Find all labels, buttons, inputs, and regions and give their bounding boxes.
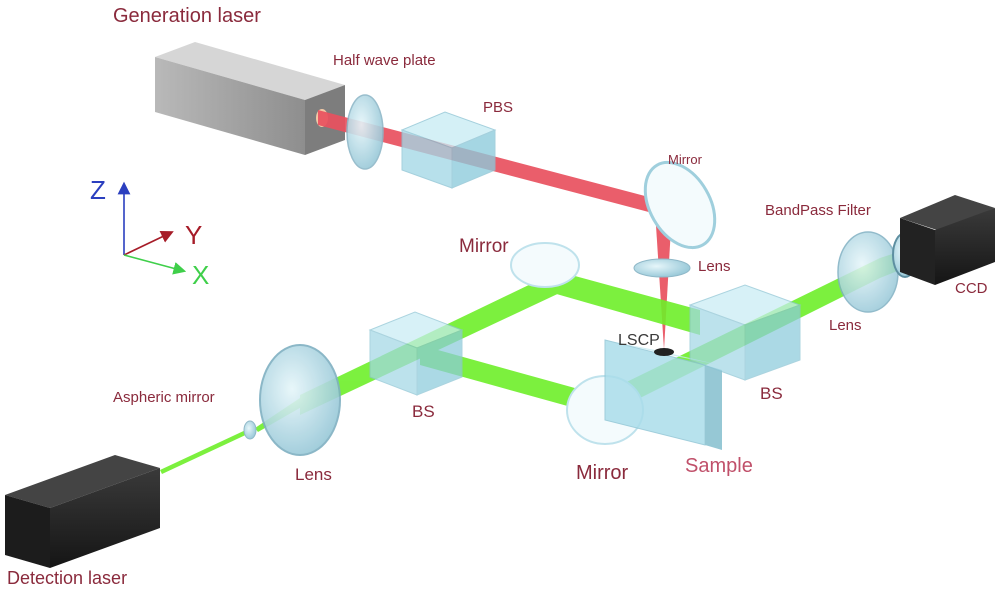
axis-x-label: X bbox=[192, 260, 210, 290]
ccd-camera bbox=[900, 195, 995, 285]
label-mirror-bottom: Mirror bbox=[576, 462, 629, 484]
label-generation-laser: Generation laser bbox=[113, 5, 261, 27]
detection-laser-housing bbox=[5, 455, 160, 568]
label-bs-left: BS bbox=[412, 402, 435, 421]
bs-left-cube bbox=[368, 311, 464, 396]
axis-y-arrow bbox=[123, 230, 174, 256]
lens-right bbox=[837, 231, 899, 313]
mirror-top bbox=[643, 160, 717, 250]
lscp-spot bbox=[654, 348, 674, 356]
mirror-left bbox=[510, 242, 580, 288]
axis-x-arrow bbox=[123, 254, 187, 275]
label-bandpass-filter: BandPass Filter bbox=[765, 202, 871, 219]
label-lens-right: Lens bbox=[829, 317, 862, 334]
bs-right-cube bbox=[688, 284, 802, 381]
label-lscp: LSCP bbox=[618, 332, 660, 349]
lens-left bbox=[259, 344, 341, 456]
label-lens-left: Lens bbox=[295, 465, 332, 484]
label-detection-laser: Detection laser bbox=[7, 568, 128, 588]
half-wave-plate bbox=[346, 94, 384, 170]
focusing-lens bbox=[633, 258, 691, 278]
axis-y-label: Y bbox=[185, 220, 203, 250]
label-lens-focus: Lens bbox=[698, 258, 731, 275]
axis-z-label: Z bbox=[90, 175, 106, 205]
label-pbs: PBS bbox=[483, 99, 514, 116]
label-sample: Sample bbox=[685, 455, 753, 477]
aspheric-mirror bbox=[243, 420, 257, 440]
generation-laser-housing bbox=[155, 42, 345, 155]
label-bs-right: BS bbox=[760, 384, 783, 403]
label-mirror-left: Mirror bbox=[459, 236, 509, 257]
label-mirror-top: Mirror bbox=[668, 152, 702, 167]
pbs-cube bbox=[400, 111, 497, 189]
label-aspheric-mirror: Aspheric mirror bbox=[113, 389, 215, 406]
label-ccd: CCD bbox=[955, 280, 988, 297]
coordinate-axes bbox=[117, 181, 187, 275]
label-half-wave-plate: Half wave plate bbox=[333, 52, 436, 69]
